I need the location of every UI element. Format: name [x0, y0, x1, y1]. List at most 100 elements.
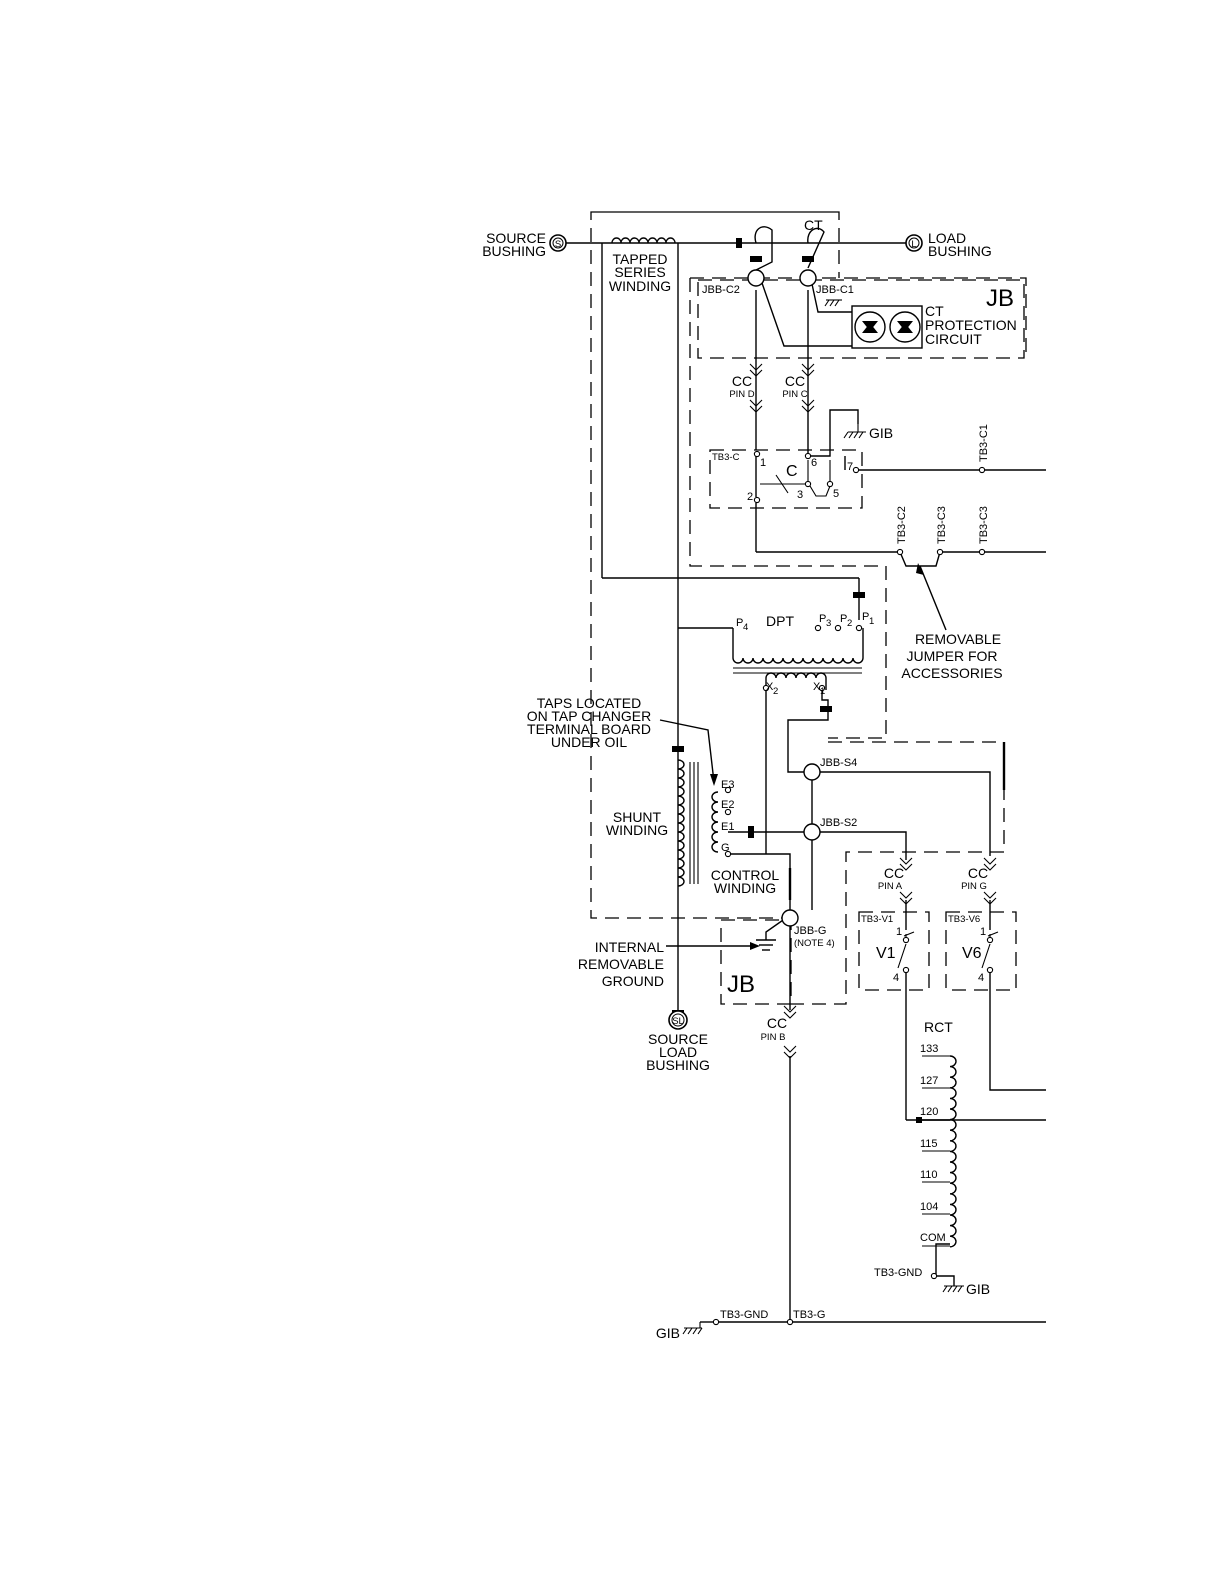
- dpt-primary-coil: [732, 657, 864, 664]
- series-winding-label-2: SERIES: [614, 264, 665, 280]
- cc-pin-b-label-1: CC: [767, 1015, 787, 1031]
- load-bushing-label-2: BUSHING: [928, 243, 992, 259]
- ground-icon: [682, 1322, 703, 1335]
- series-winding-coil: [611, 237, 676, 244]
- jbb-s4-label: JBB-S4: [820, 757, 857, 769]
- rct-tap-127: 127: [920, 1075, 938, 1087]
- source-load-bushing-label-2: LOAD: [659, 1044, 697, 1060]
- p2-label: P: [840, 613, 847, 625]
- connector-chevrons: [749, 363, 997, 1059]
- x1-sub: 1: [820, 686, 825, 697]
- cc-pin-c-label-1: CC: [785, 373, 805, 389]
- cc-pin-a-label-2: PIN A: [878, 881, 903, 892]
- p1-label: P: [862, 611, 869, 623]
- term-6-label: 6: [811, 457, 817, 469]
- terminal-dots: [712, 450, 994, 1326]
- ct-protection-label-2: PROTECTION: [925, 317, 1017, 333]
- rct-coil: [949, 1055, 957, 1248]
- cc-pin-d-label-1: CC: [732, 373, 752, 389]
- shunt-winding-coil: [677, 759, 685, 887]
- source-load-bushing-label-3: BUSHING: [646, 1057, 710, 1073]
- gib-label-top: GIB: [869, 425, 893, 441]
- jbb-c2-label: JBB-C2: [702, 284, 740, 296]
- rct-tap-120: 120: [920, 1106, 938, 1118]
- term-5-label: 5: [833, 488, 839, 500]
- gib-label-rct: GIB: [966, 1281, 990, 1297]
- rct-tap-115: 115: [920, 1138, 938, 1150]
- jbb-connections: [747, 269, 821, 927]
- jbb-g-label-2: (NOTE 4): [794, 938, 835, 949]
- shunt-winding-label-2: WINDING: [606, 822, 668, 838]
- rct-tap-com: COM: [920, 1232, 946, 1244]
- tb3-v1-box: [858, 911, 930, 991]
- tb3-v6-label: TB3-V6: [948, 914, 980, 925]
- tb3-c1-label: TB3-C1: [978, 424, 990, 462]
- tb3-c3-label-a: TB3-C3: [936, 506, 948, 544]
- tb3-c2-label: TB3-C2: [896, 506, 908, 544]
- load-bushing-icon: L: [905, 234, 923, 252]
- removable-jumper-label-2: JUMPER FOR: [907, 648, 998, 664]
- p2-sub: 2: [847, 618, 852, 629]
- jb-top-box: [697, 279, 1025, 359]
- jb-bottom-box: [720, 919, 792, 1005]
- ground-icon: [942, 1285, 964, 1293]
- tb3-v1-label: TB3-V1: [861, 914, 893, 925]
- rct-tap-104: 104: [920, 1201, 938, 1213]
- rct-tap-110: 110: [920, 1169, 938, 1181]
- taps-note-line-3: TERMINAL BOARD: [527, 721, 651, 737]
- jbb-s4-node: [803, 763, 821, 781]
- e1-label: E1: [721, 821, 734, 833]
- series-winding-label-1: TAPPED: [613, 251, 668, 267]
- v6-pin-4-label: 4: [978, 972, 984, 984]
- dpt-secondary-coil: [765, 672, 827, 679]
- internal-ground-label-2: REMOVABLE: [578, 956, 664, 972]
- dpt-label: DPT: [766, 613, 794, 629]
- svg-text:S: S: [555, 239, 561, 250]
- ground-icon: [824, 299, 842, 307]
- coils: [611, 237, 957, 1248]
- jbb-c1-node: [799, 269, 817, 287]
- g-label: G: [721, 842, 730, 854]
- v6-pin-1-label: 1: [980, 926, 986, 938]
- control-winding-coil: [711, 791, 719, 853]
- wiring: [566, 226, 1046, 1323]
- tank-outline: [590, 211, 840, 919]
- taps-note-line-4: UNDER OIL: [551, 734, 627, 750]
- e2-label: E2: [721, 799, 734, 811]
- jbb-s2-node: [803, 823, 821, 841]
- p4-sub: 4: [743, 622, 748, 633]
- cc-pin-b-label-2: PIN B: [761, 1032, 786, 1043]
- ct-protection-circuit-box: [851, 305, 923, 349]
- tb3-g-label: TB3-G: [793, 1309, 825, 1321]
- taps-note-line-2: ON TAP CHANGER: [527, 708, 651, 724]
- gib-label-bottom: GIB: [656, 1325, 680, 1341]
- source-load-bushing-label-1: SOURCE: [648, 1031, 708, 1047]
- source-bushing-icon: S: [549, 234, 567, 252]
- ct-protection-label-3: CIRCUIT: [925, 331, 982, 347]
- x1-label: X: [813, 681, 821, 693]
- source-bushing-label-2: BUSHING: [482, 243, 546, 259]
- v6-label: V6: [962, 945, 982, 962]
- x2-sub: 2: [773, 686, 778, 697]
- load-bushing-label-1: LOAD: [928, 230, 966, 246]
- taps-note-line-1: TAPS LOCATED: [537, 695, 642, 711]
- p3-label: P: [819, 613, 826, 625]
- tb3-v6-box: [945, 911, 1017, 991]
- jb-top-label: JB: [986, 285, 1014, 312]
- ct-protection-label-1: CT: [925, 303, 944, 319]
- svg-text:SL: SL: [672, 1016, 684, 1027]
- jbb-c1-label: JBB-C1: [816, 284, 854, 296]
- cc-pin-g-label-1: CC: [968, 865, 988, 881]
- cc-pin-c-label-2: PIN C: [782, 389, 807, 400]
- jbb-g-node: [781, 909, 799, 927]
- tb3-c3-label-b: TB3-C3: [978, 506, 990, 544]
- tb3-gnd-rct-label: TB3-GND: [874, 1267, 922, 1279]
- cc-pin-d-label-2: PIN D: [729, 389, 754, 400]
- ct-label: CT: [804, 217, 823, 233]
- tb3-c-box: [709, 449, 863, 509]
- source-load-bushing-icon: SL: [668, 1010, 688, 1030]
- v1-pin-1-label: 1: [896, 926, 902, 938]
- p4-label: P: [736, 617, 743, 629]
- p1-sub: 1: [869, 616, 874, 627]
